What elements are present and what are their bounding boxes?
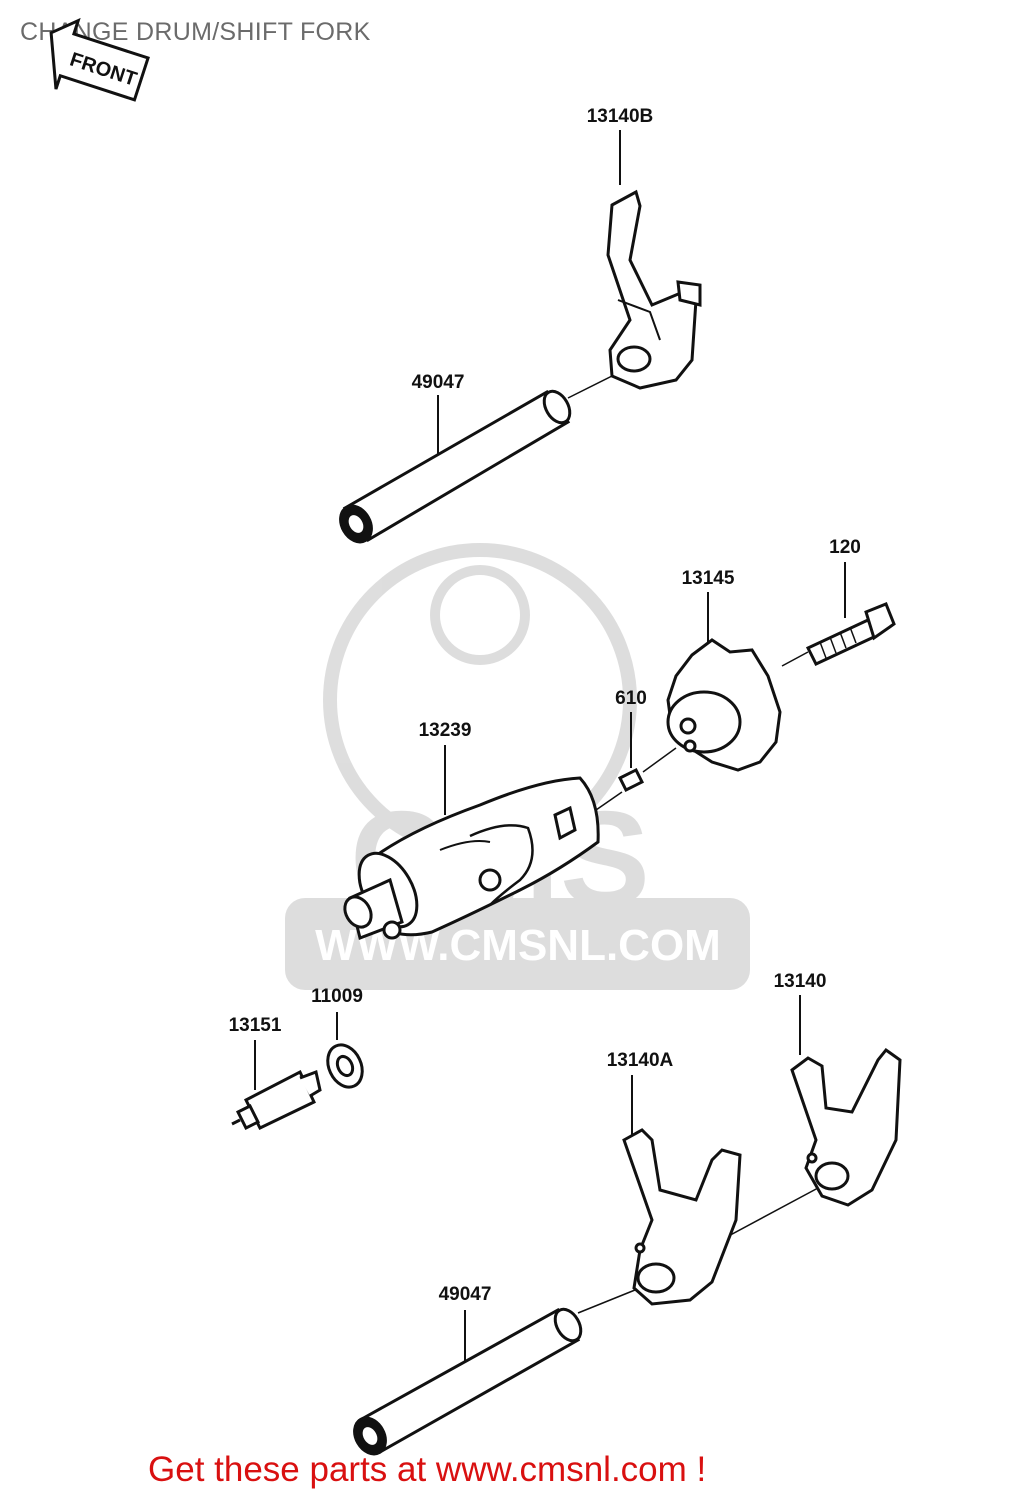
part-label-610: 610 bbox=[615, 688, 647, 709]
get-parts-link[interactable]: Get these parts at www.cmsnl.com ! bbox=[148, 1450, 707, 1489]
part-label-11009: 11009 bbox=[311, 986, 363, 1007]
pin-610 bbox=[617, 767, 645, 793]
shift-rod-lower bbox=[353, 1307, 583, 1456]
part-label-49047-upper: 49047 bbox=[411, 372, 465, 393]
part-label-49047-lower: 49047 bbox=[438, 1284, 492, 1305]
part-label-13151: 13151 bbox=[228, 1015, 282, 1036]
part-label-120: 120 bbox=[829, 537, 861, 558]
part-label-13140a: 13140A bbox=[606, 1050, 674, 1071]
part-label-13140: 13140 bbox=[773, 971, 827, 992]
shift-fork-13140 bbox=[790, 1047, 902, 1207]
part-label-13140b: 13140B bbox=[586, 106, 654, 127]
drum-plate-13145 bbox=[666, 638, 782, 772]
shift-fork-13140a bbox=[622, 1128, 742, 1306]
bolt-120 bbox=[805, 602, 896, 666]
shift-fork-13140b bbox=[606, 189, 702, 390]
shift-drum-13239 bbox=[343, 776, 600, 941]
part-label-13239: 13239 bbox=[418, 720, 472, 741]
front-arrow-marker: FRONT bbox=[49, 17, 150, 102]
neutral-switch-13151 bbox=[231, 1069, 322, 1131]
shift-rod-upper bbox=[339, 389, 572, 544]
part-label-13145: 13145 bbox=[681, 568, 735, 589]
washer-11009 bbox=[326, 1043, 364, 1089]
